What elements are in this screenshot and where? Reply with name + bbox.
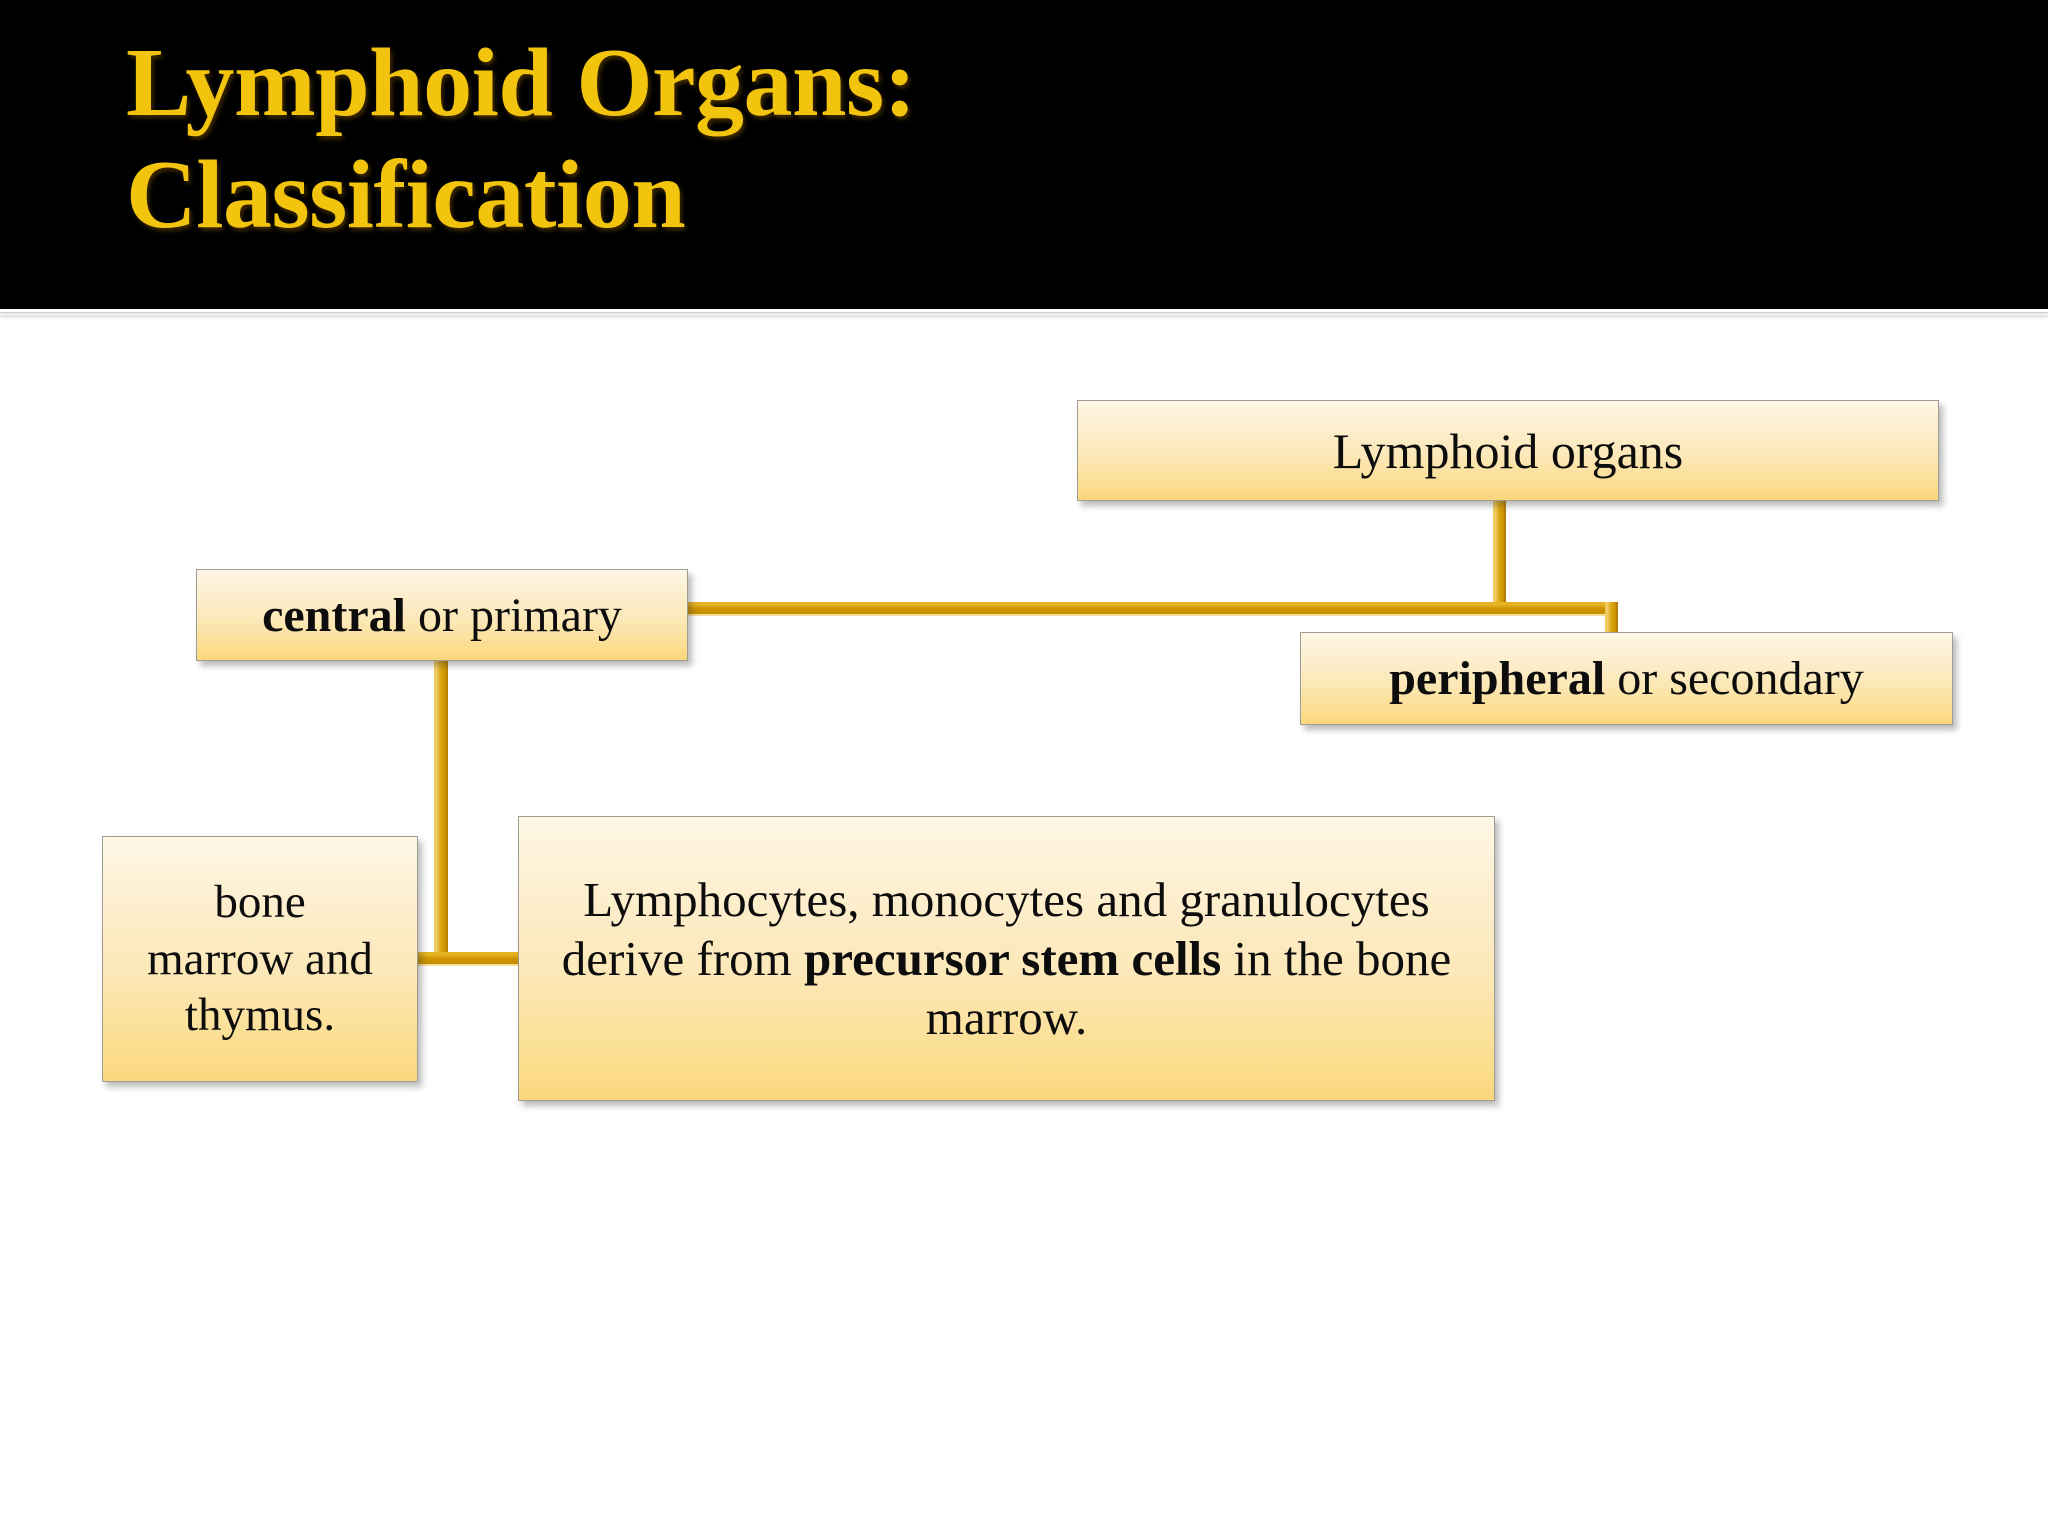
- node-central-bold: central: [262, 588, 406, 642]
- node-central-rest: or primary: [406, 588, 622, 642]
- node-lymphocytes-bold: precursor stem cells: [803, 930, 1222, 986]
- node-lymphocytes-part-1: Lymphocytes, monocytes and granulocytes …: [561, 871, 1430, 986]
- connector-central-to-lymphocytes: [434, 952, 524, 966]
- node-lymphocytes-label: Lymphocytes, monocytes and granulocytes …: [533, 870, 1480, 1048]
- node-peripheral-or-secondary-label: peripheral or secondary: [1389, 651, 1864, 706]
- node-peripheral-or-secondary[interactable]: peripheral or secondary: [1300, 632, 1953, 725]
- node-central-or-primary-label: central or primary: [262, 588, 622, 643]
- node-peripheral-rest: or secondary: [1605, 652, 1864, 705]
- node-precursor-stem-cells-note[interactable]: Lymphocytes, monocytes and granulocytes …: [518, 816, 1495, 1101]
- node-lymphoid-organs-label: Lymphoid organs: [1332, 422, 1684, 479]
- title-banner: [0, 0, 2048, 309]
- page-title: Lymphoid Organs: Classification: [126, 29, 916, 249]
- node-lymphoid-organs[interactable]: Lymphoid organs: [1077, 400, 1939, 501]
- node-bone-line-3: thymus.: [184, 989, 336, 1042]
- node-central-or-primary[interactable]: central or primary: [196, 569, 688, 661]
- connector-root-to-central: [686, 602, 1506, 616]
- node-bone-line-1: bone: [214, 876, 306, 929]
- node-bone-line-2: marrow and: [147, 932, 373, 985]
- node-peripheral-bold: peripheral: [1389, 652, 1606, 705]
- connector-central-down: [434, 659, 448, 959]
- connector-root-to-peripheral-v: [1605, 602, 1618, 635]
- connector-root-down: [1493, 500, 1506, 612]
- node-lymphocytes-part-2: in the bone marrow.: [925, 930, 1452, 1046]
- connector-root-to-peripheral-h: [1496, 602, 1618, 616]
- title-divider: [0, 312, 2048, 315]
